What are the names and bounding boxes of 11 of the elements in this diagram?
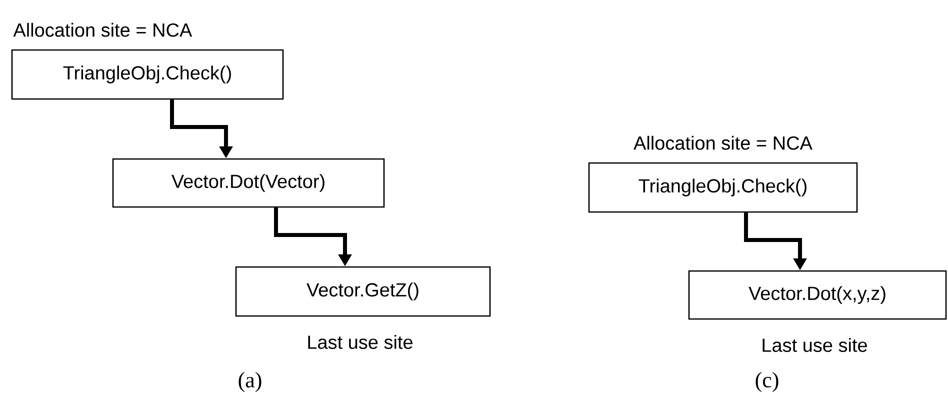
- box: Vector.GetZ(): [235, 266, 491, 317]
- box: TriangleObj.Check(): [11, 49, 284, 100]
- panel-label: (c): [756, 372, 778, 392]
- heading: Allocation site = NCA: [13, 22, 192, 37]
- node-label: Last use site: [762, 338, 867, 352]
- node-label: Last use site: [308, 335, 412, 349]
- heading: Allocation site = NCA: [634, 136, 812, 150]
- panel-label: (a): [238, 372, 262, 392]
- box: TriangleObj.Check(): [588, 162, 858, 213]
- box: Vector.Dot(x,y,z): [688, 270, 947, 320]
- box: Vector.Dot(Vector): [112, 158, 385, 208]
